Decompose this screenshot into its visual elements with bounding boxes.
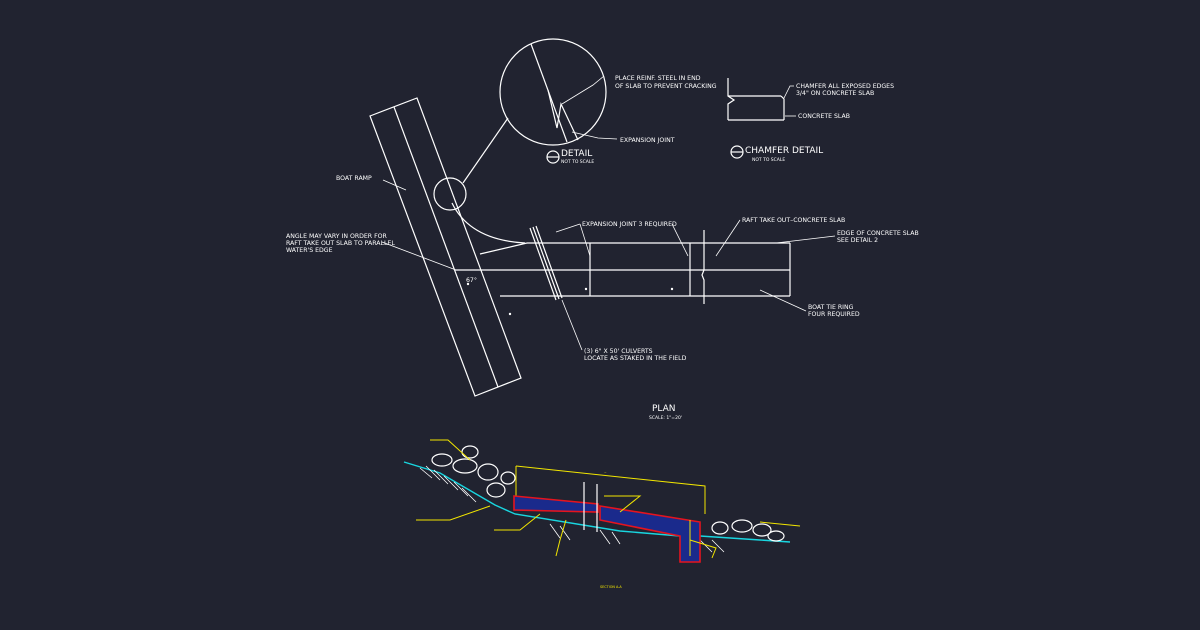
boat-tie-label-1: BOAT TIE RING — [808, 304, 854, 311]
culvert-2 — [532, 226, 560, 300]
bank-hatching — [419, 465, 725, 553]
chamfer-scale: NOT TO SCALE — [752, 157, 785, 163]
chamfer-leader — [783, 85, 794, 99]
angle-note-3: WATER'S EDGE — [286, 247, 333, 254]
water-line-left — [403, 461, 681, 537]
detail-title: DETAIL — [561, 149, 592, 159]
detail-reinf-leader — [561, 75, 605, 105]
boat-ramp-outline — [369, 97, 522, 397]
boat-tie-label-2: FOUR REQUIRED — [808, 311, 860, 318]
culvert-3 — [535, 225, 563, 299]
detail-reinf-note-2: OF SLAB TO PREVENT CRACKING — [615, 83, 717, 90]
edge-of-slab-label-2: SEE DETAIL 2 — [837, 237, 878, 244]
chamfer-break-line — [727, 78, 736, 120]
chamfer-detail: CHAMFER ALL EXPOSED EDGES 3/4" ON CONCRE… — [727, 78, 894, 163]
detail-reinf-note-1: PLACE REINF. STEEL IN END — [615, 75, 701, 82]
boat-tie-ring — [670, 287, 674, 291]
slab-left-fill — [514, 496, 598, 512]
angle-note-leader — [381, 241, 457, 271]
chamfer-note-2: 3/4" ON CONCRETE SLAB — [796, 90, 874, 97]
culvert-1 — [529, 227, 557, 301]
detail-circle — [499, 38, 607, 146]
slab-left-outline — [513, 495, 599, 513]
riprap-rocks — [431, 445, 785, 542]
raft-take-out-label: RAFT TAKE OUT–CONCRETE SLAB — [742, 217, 845, 224]
detail-scale: NOT TO SCALE — [561, 159, 594, 165]
detail-connector — [462, 117, 509, 184]
ramp-transition-line — [479, 242, 528, 255]
form-box-top — [515, 465, 706, 514]
section-leaders — [416, 439, 801, 559]
ramp-transition-curve — [451, 202, 526, 244]
chamfer-concrete-slab-label: CONCRETE SLAB — [798, 113, 850, 120]
expansion-detail: PLACE REINF. STEEL IN END OF SLAB TO PRE… — [462, 38, 717, 184]
boat-tie-ring — [508, 312, 512, 316]
angle-note-1: ANGLE MAY VARY IN ORDER FOR — [286, 233, 387, 240]
slab-right-fill — [600, 506, 700, 562]
boat-tie-ring — [466, 282, 470, 286]
plan-scale: SCALE: 1"=20' — [649, 415, 682, 421]
plan-view: BOAT RAMP 67° ANGLE MAY VARY IN ORDER FO… — [286, 97, 919, 421]
section-title: SECTION A-A — [600, 585, 622, 589]
edge-of-slab-label-1: EDGE OF CONCRETE SLAB — [837, 230, 919, 237]
boat-ramp-leader — [382, 179, 407, 191]
section-dimension: ~ — [604, 471, 607, 475]
angle-note-2: RAFT TAKE OUT SLAB TO PARALLEL — [286, 240, 395, 247]
detail-joint-leader — [571, 131, 618, 140]
boat-ramp-centerline — [393, 106, 499, 388]
culvert-note-1: (3) 6" X 50' CULVERTS — [584, 348, 653, 355]
boat-tie-ring — [584, 287, 588, 291]
chamfer-note-1: CHAMFER ALL EXPOSED EDGES — [796, 83, 894, 90]
expansion-joint-3 — [701, 230, 705, 304]
angle-value: 67° — [466, 276, 477, 284]
boat-ramp-label: BOAT RAMP — [336, 175, 372, 182]
detail-joint-line — [547, 89, 579, 141]
expansion-joint-required-label: EXPANSION JOINT 3 REQUIRED — [582, 221, 677, 228]
slab-right-outline — [599, 505, 701, 563]
chamfer-slab-end — [780, 95, 785, 120]
chamfer-title: CHAMFER DETAIL — [745, 146, 823, 156]
detail-expansion-joint-label: EXPANSION JOINT — [620, 137, 675, 144]
section-view: ~ SECTION A-A — [403, 439, 801, 589]
water-line-right — [699, 535, 791, 543]
detail-callout-circle — [433, 177, 467, 211]
culvert-note-2: LOCATE AS STAKED IN THE FIELD — [584, 355, 687, 362]
plan-title: PLAN — [652, 404, 676, 414]
